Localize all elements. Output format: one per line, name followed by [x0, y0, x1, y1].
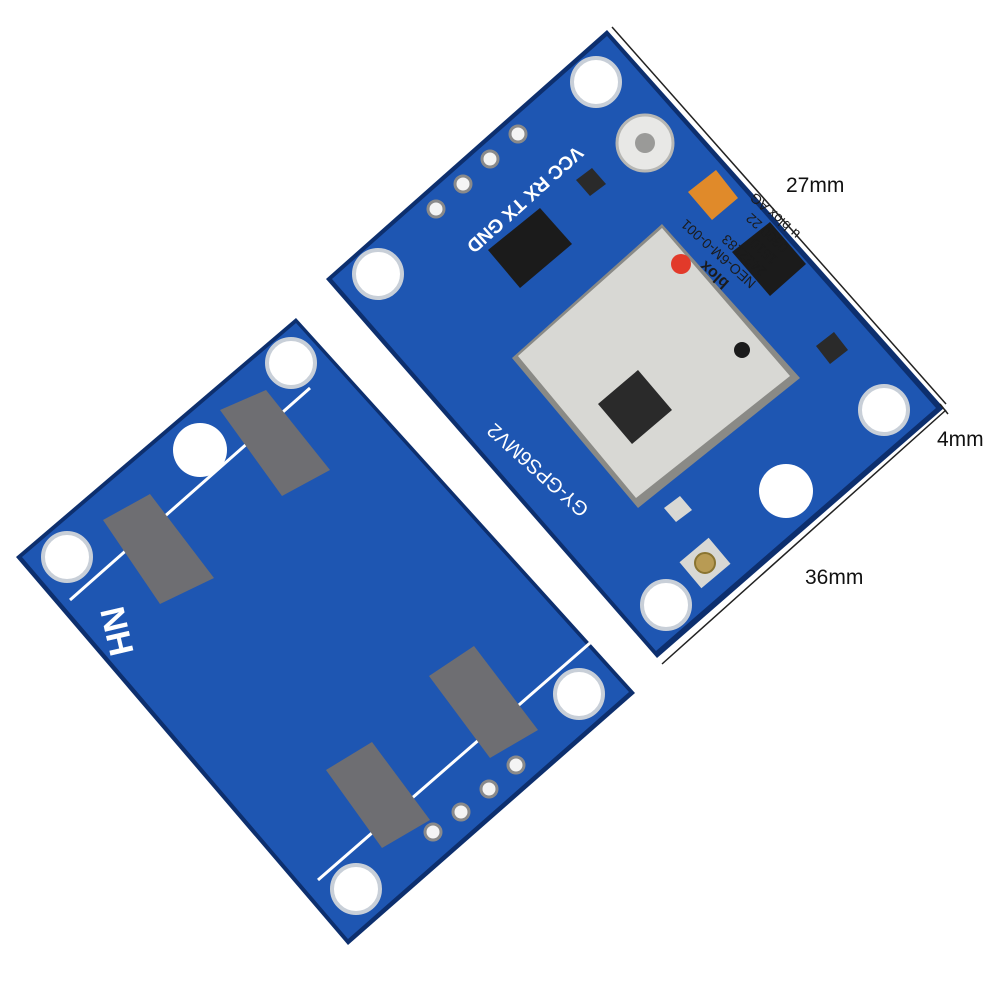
- ic-regulator: [488, 208, 572, 288]
- front-pin-2: [453, 174, 473, 194]
- smd-part-1: [576, 168, 606, 196]
- back-pad-4: [326, 742, 430, 848]
- back-pad-3: [429, 646, 538, 758]
- module-red-dot: [671, 254, 691, 274]
- front-hole-3: [858, 384, 910, 436]
- back-hole-2: [41, 531, 93, 583]
- back-pin-2: [451, 802, 471, 822]
- antenna-connector: [679, 537, 731, 589]
- front-hole-4: [640, 579, 692, 631]
- back-large-hole: [173, 423, 227, 477]
- length-dimension-line: [661, 409, 947, 665]
- front-pin-1: [426, 199, 446, 219]
- gps-module: blox NEO-6M-0-001 2422183 1510 0300 22 u…: [512, 190, 803, 508]
- capacitor-tantalum: [688, 170, 738, 220]
- back-mounting-holes: [41, 337, 605, 915]
- back-pcb-board: NH: [16, 318, 635, 945]
- back-hole-4: [330, 863, 382, 915]
- smd-part-2: [816, 332, 848, 364]
- front-smd-components: [488, 168, 848, 522]
- front-pin-4: [508, 124, 528, 144]
- front-mounting-holes: [352, 56, 910, 631]
- back-hole-1: [265, 337, 317, 389]
- dimension-lines: [611, 26, 949, 665]
- battery-center: [635, 133, 655, 153]
- module-black-dot: [734, 342, 750, 358]
- front-hole-1: [570, 56, 622, 108]
- front-header-pins: [426, 124, 528, 219]
- length-dimension-label: 36mm: [805, 566, 864, 589]
- back-pin-4: [506, 755, 526, 775]
- backup-battery: [615, 113, 675, 173]
- back-pin-holes: [423, 755, 526, 842]
- front-large-hole: [759, 464, 813, 518]
- module-shield: [518, 228, 790, 498]
- front-hole-2: [352, 248, 404, 300]
- back-pcb-surface: [22, 323, 629, 939]
- back-hole-3: [553, 668, 605, 720]
- back-pin-1: [423, 822, 443, 842]
- front-pcb-board: VCC RX TX GND GY-GPS6MV2: [326, 30, 944, 658]
- thickness-tick: [939, 403, 949, 415]
- module-datamatrix: [598, 370, 672, 444]
- thickness-dimension-label: 4mm: [937, 428, 984, 451]
- front-pin-3: [480, 149, 500, 169]
- width-dimension-label: 27mm: [786, 174, 845, 197]
- back-pad-1: [220, 390, 330, 496]
- width-dimension-line: [611, 26, 947, 405]
- ic-eeprom: [732, 222, 806, 296]
- back-pad-2: [103, 494, 214, 604]
- smd-part-3: [664, 496, 692, 522]
- back-pin-3: [479, 779, 499, 799]
